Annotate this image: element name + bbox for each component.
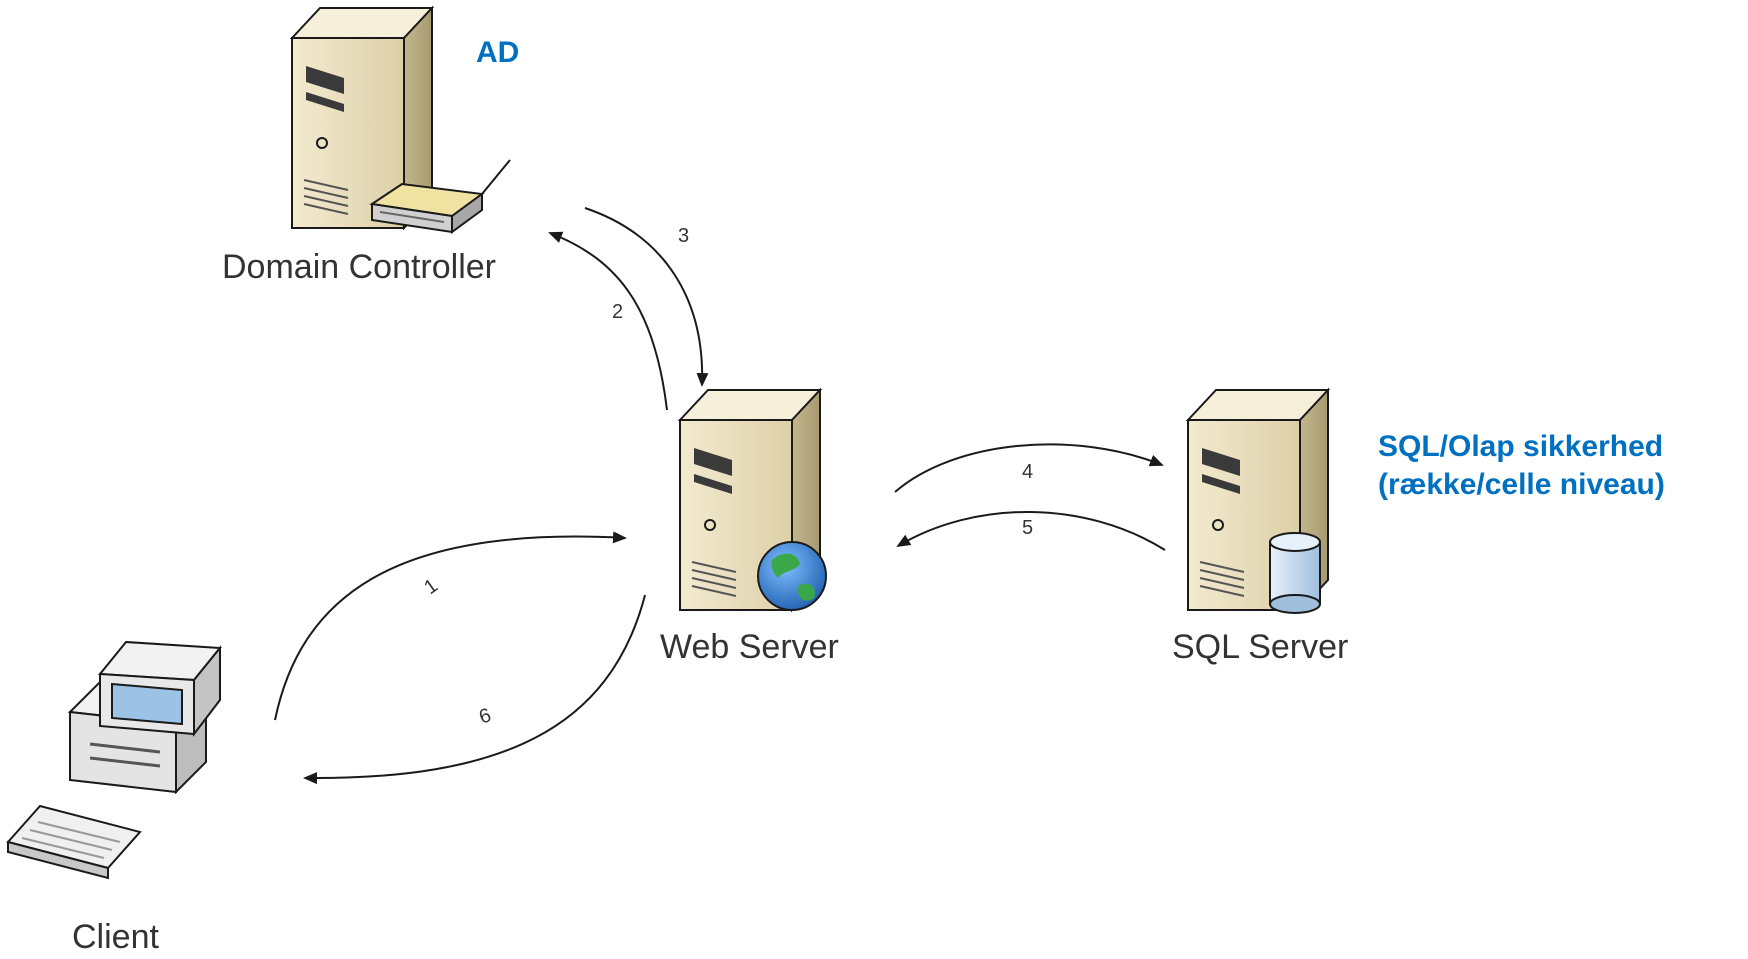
sql-server-node: SQL Server: [1172, 389, 1348, 666]
step-label-3: 3: [678, 225, 689, 247]
sql-server-label: SQL Server: [1172, 628, 1348, 666]
globe-icon: [757, 541, 827, 611]
domain-controller-node: Domain Controller: [222, 7, 511, 286]
sql-security-annotation: SQL/Olap sikkerhed (række/celle niveau): [1378, 428, 1665, 504]
server-with-database-icon: [1187, 389, 1329, 614]
client-label: Client: [72, 918, 159, 956]
domain-controller-label: Domain Controller: [222, 248, 496, 286]
step-label-2: 2: [612, 301, 623, 323]
arrow-4: [894, 443, 1164, 493]
step-label-6: 6: [476, 704, 494, 728]
step-label-4: 4: [1022, 461, 1033, 483]
sql-security-line-2: (række/celle niveau): [1378, 468, 1665, 501]
server-with-globe-icon: [679, 389, 827, 611]
desktop-computer-icon: [6, 640, 222, 880]
step-label-1: 1: [420, 575, 442, 599]
database-icon: [1269, 532, 1321, 614]
web-server-node: Web Server: [660, 389, 839, 666]
arrow-1: [274, 531, 627, 721]
arrow-3: [584, 207, 709, 387]
web-server-label: Web Server: [660, 628, 839, 666]
server-with-modem-icon: [291, 7, 511, 234]
arrow-2: [548, 231, 668, 411]
ad-annotation-text: AD: [476, 36, 520, 69]
sql-security-line-1: SQL/Olap sikkerhed: [1378, 430, 1664, 463]
client-node: Client: [6, 640, 222, 956]
step-label-5: 5: [1022, 517, 1033, 539]
arrow-6: [303, 594, 646, 785]
ad-annotation: AD: [476, 34, 519, 72]
arrow-5: [896, 511, 1166, 551]
